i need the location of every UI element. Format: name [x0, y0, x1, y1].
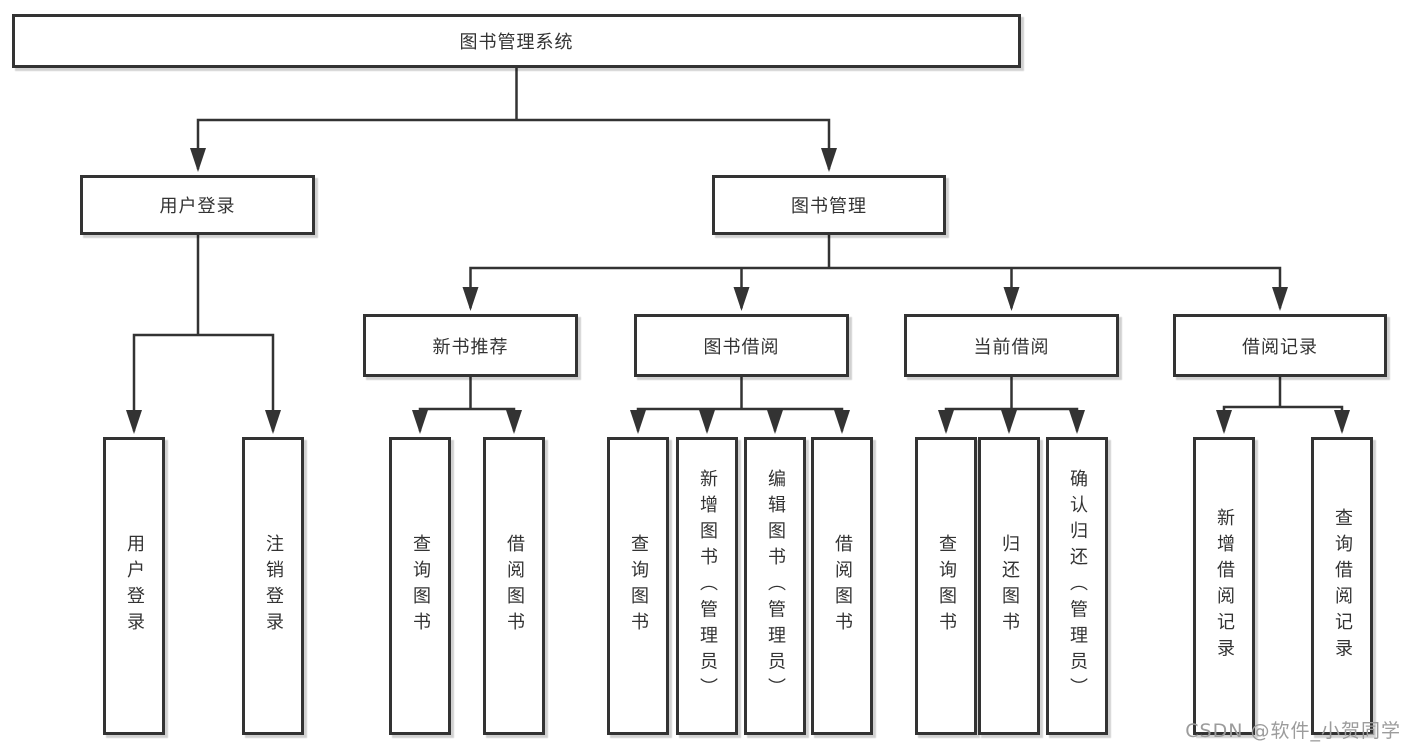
leaf-borrow-borrow-books-label: 借阅图书	[832, 533, 853, 639]
leaf-recommend-borrow-books: 借阅图书	[483, 437, 545, 735]
leaf-records-query-record: 查询借阅记录	[1311, 437, 1373, 735]
node-book-borrow-label: 图书借阅	[703, 336, 780, 358]
leaf-recommend-borrow-books-label: 借阅图书	[504, 533, 525, 639]
leaf-borrow-borrow-books: 借阅图书	[811, 437, 873, 735]
node-root-system: 图书管理系统	[12, 14, 1021, 68]
leaf-logout-label: 注销登录	[263, 533, 284, 639]
node-book-management: 图书管理	[712, 175, 946, 235]
leaf-current-return-books: 归还图书	[978, 437, 1040, 735]
leaf-borrow-edit-books-admin: 编辑图书（管理员）	[744, 437, 806, 735]
leaf-records-query-record-label: 查询借阅记录	[1332, 507, 1353, 665]
node-root-system-label: 图书管理系统	[459, 32, 574, 53]
leaf-borrow-query-books: 查询图书	[607, 437, 669, 735]
leaf-user-login-label: 用户登录	[124, 533, 145, 639]
leaf-recommend-query-books-label: 查询图书	[410, 533, 431, 639]
node-new-book-recommend: 新书推荐	[363, 314, 578, 377]
node-new-book-recommend-label: 新书推荐	[432, 336, 509, 358]
leaf-current-confirm-return-admin: 确认归还（管理员）	[1046, 437, 1108, 735]
leaf-recommend-query-books: 查询图书	[389, 437, 451, 735]
leaf-user-login: 用户登录	[103, 437, 165, 735]
leaf-borrow-add-books-admin: 新增图书（管理员）	[676, 437, 738, 735]
leaf-current-return-books-label: 归还图书	[999, 533, 1020, 639]
node-book-management-label: 图书管理	[791, 196, 867, 217]
leaf-borrow-edit-books-admin-label: 编辑图书（管理员）	[765, 468, 786, 704]
leaf-borrow-query-books-label: 查询图书	[628, 533, 649, 639]
leaf-current-query-books-label: 查询图书	[936, 533, 957, 639]
node-borrow-records: 借阅记录	[1173, 314, 1387, 377]
csdn-watermark: CSDN @软件_小贺同学	[1185, 720, 1401, 742]
leaf-current-query-books: 查询图书	[915, 437, 977, 735]
node-borrow-records-label: 借阅记录	[1242, 336, 1318, 358]
node-user-login: 用户登录	[80, 175, 315, 235]
leaf-logout: 注销登录	[242, 437, 304, 735]
leaf-records-add-record-label: 新增借阅记录	[1214, 507, 1235, 665]
node-book-borrow: 图书借阅	[634, 314, 849, 377]
node-current-borrow-label: 当前借阅	[973, 336, 1050, 358]
node-user-login-label: 用户登录	[159, 196, 236, 217]
leaf-current-confirm-return-admin-label: 确认归还（管理员）	[1067, 468, 1088, 704]
node-current-borrow: 当前借阅	[904, 314, 1119, 377]
leaf-borrow-add-books-admin-label: 新增图书（管理员）	[697, 468, 718, 704]
leaf-records-add-record: 新增借阅记录	[1193, 437, 1255, 735]
